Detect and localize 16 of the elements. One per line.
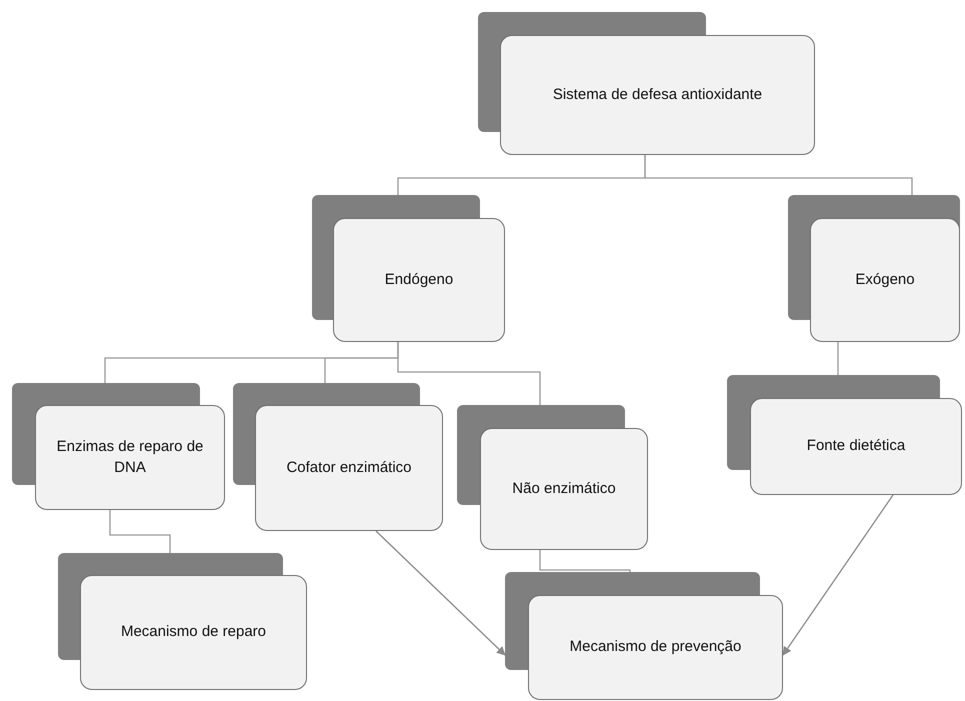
node-label: Não enzimático bbox=[512, 478, 616, 499]
connector-line bbox=[397, 342, 541, 405]
arrow bbox=[376, 530, 506, 656]
node-label: Endógeno bbox=[384, 270, 454, 290]
node-label: Enzimas de reparo de DNA bbox=[56, 437, 204, 478]
connector-line bbox=[109, 510, 171, 553]
connector-line bbox=[539, 550, 631, 572]
connector-line bbox=[837, 342, 839, 375]
node-label: Sistema de defesa antioxidante bbox=[552, 84, 762, 105]
node-label: Fonte dietética bbox=[806, 436, 906, 456]
node-label: Mecanismo de reparo bbox=[120, 622, 266, 642]
node-label: Exógeno bbox=[855, 270, 915, 290]
node-label: Cofator enzimático bbox=[286, 458, 412, 478]
arrow bbox=[782, 494, 894, 656]
node-label: Mecanismo de prevenção bbox=[570, 637, 742, 658]
connector-line bbox=[644, 155, 913, 195]
